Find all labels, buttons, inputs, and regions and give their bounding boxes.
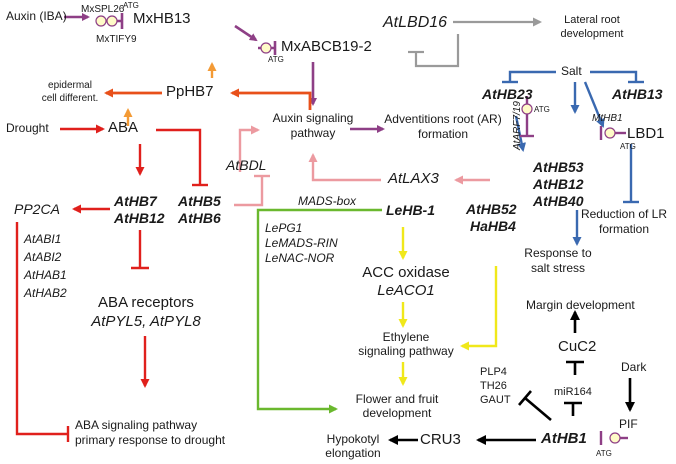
adventitious-root-line2: formation xyxy=(417,127,469,141)
epidermal-line1: epidermal xyxy=(48,80,92,91)
athab2-label: AtHAB2 xyxy=(24,286,67,300)
ethylene-line1: Ethylene xyxy=(382,330,430,344)
atabi2-label: AtABI2 xyxy=(24,250,62,264)
red-connectors xyxy=(15,124,208,442)
athb1-label: AtHB1 xyxy=(541,430,587,447)
mxabcb19-label: MxABCB19-2 xyxy=(281,38,372,55)
athb7-label: AtHB7 xyxy=(114,193,157,209)
athb6-label: AtHB6 xyxy=(178,210,221,226)
cru3-label: CRU3 xyxy=(420,431,461,448)
flower-fruit-line2: development xyxy=(362,406,432,420)
lbd1-label: LBD1 xyxy=(627,125,665,142)
atg-label-3: ATG xyxy=(534,105,550,114)
atg-label-1: ATG xyxy=(123,1,139,10)
dark-label: Dark xyxy=(621,360,647,374)
pink-connectors xyxy=(234,125,490,207)
acc-oxidase-label: ACC oxidase xyxy=(362,264,450,281)
aba-pathway-line2: primary response to drought xyxy=(75,433,226,447)
response-salt-line1: Response to xyxy=(524,246,592,260)
green-connectors xyxy=(256,208,382,414)
orange-connectors xyxy=(104,62,312,126)
yellow-connectors xyxy=(398,227,498,386)
atlbd16-label: AtLBD16 xyxy=(383,14,448,31)
atg-label-5: ATG xyxy=(596,449,612,458)
aba-label: ABA xyxy=(108,119,139,136)
lateral-root-development-line2: development xyxy=(560,28,624,40)
mthb1-label: MtHB1 xyxy=(592,113,623,124)
lenac-nor-label: LeNAC-NOR xyxy=(265,251,335,265)
pif-label: PIF xyxy=(619,417,638,431)
mxtify9-label: MxTIFY9 xyxy=(96,34,137,45)
salt-label: Salt xyxy=(561,64,582,78)
mxspl26-label: MxSPL26 xyxy=(81,4,125,15)
gaut-label: GAUT xyxy=(480,394,511,406)
yellow-nodes xyxy=(95,15,621,444)
atg-label-4: ATG xyxy=(620,142,636,151)
athb52-label: AtHB52 xyxy=(466,201,517,217)
hypokotyl-line2: elongation xyxy=(325,446,381,460)
atlax3-label: AtLAX3 xyxy=(388,170,439,187)
mads-box-label: MADS-box xyxy=(298,194,357,208)
arf-connector xyxy=(520,96,628,445)
hahb4-label: HaHB4 xyxy=(470,218,516,234)
auxin-signaling-line2: pathway xyxy=(290,126,336,140)
athb53-label: AtHB53 xyxy=(533,159,584,175)
atbdl-label: AtBDL xyxy=(226,157,267,173)
atarf719-label: AtARF7/19 xyxy=(512,101,523,150)
reduction-lr-line1: Reduction of LR xyxy=(580,207,668,221)
leaco1-label: LeACO1 xyxy=(377,282,435,299)
margin-development-label: Margin development xyxy=(526,298,635,312)
ethylene-line2: signaling pathway xyxy=(358,344,454,358)
lepg1-label: LePG1 xyxy=(265,221,303,235)
blue-connectors xyxy=(502,70,644,246)
atg-label-2: ATG xyxy=(268,55,284,64)
lehb1-label: LeHB-1 xyxy=(386,202,436,218)
drought-label: Drought xyxy=(6,121,49,135)
pphb7-label: PpHB7 xyxy=(166,83,214,100)
flower-fruit-line1: Flower and fruit xyxy=(355,392,439,406)
hypokotyl-line1: Hypokotyl xyxy=(326,432,380,446)
atabi1-label: AtABI1 xyxy=(24,232,62,246)
mxhb13-label: MxHB13 xyxy=(133,10,191,27)
athb12-label: AtHB12 xyxy=(114,210,165,226)
athb23-label: AtHB23 xyxy=(482,86,533,102)
athb12-salt-label: AtHB12 xyxy=(533,176,584,192)
atpyl-label: AtPYL5, AtPYL8 xyxy=(91,313,201,330)
lateral-root-development-line1: Lateral root xyxy=(564,14,620,26)
aba-pathway-line1: ABA signaling pathway xyxy=(75,418,198,432)
plp4-label: PLP4 xyxy=(480,366,507,378)
cuc2-label: CuC2 xyxy=(558,338,597,355)
pp2ca-label: PP2CA xyxy=(14,201,60,217)
reduction-lr-line2: formation xyxy=(598,222,650,236)
auxin-iba-label: Auxin (IBA) xyxy=(6,9,67,23)
response-salt-line2: salt stress xyxy=(530,261,586,275)
mir164-label: miR164 xyxy=(554,386,592,398)
epidermal-line2: cell different. xyxy=(41,93,99,104)
auxin-signaling-line1: Auxin signaling xyxy=(272,111,354,125)
gray-connectors xyxy=(408,17,542,68)
black-connectors xyxy=(388,310,635,445)
athb5-label: AtHB5 xyxy=(178,193,221,209)
lemads-rin-label: LeMADS-RIN xyxy=(265,236,338,250)
athab1-label: AtHAB1 xyxy=(24,268,67,282)
th26-label: TH26 xyxy=(480,380,507,392)
aba-receptors-label: ABA receptors xyxy=(98,294,194,311)
adventitious-root-line1: Adventitions root (AR) xyxy=(384,112,502,126)
athb40-label: AtHB40 xyxy=(533,193,584,209)
athb13-label: AtHB13 xyxy=(612,86,663,102)
